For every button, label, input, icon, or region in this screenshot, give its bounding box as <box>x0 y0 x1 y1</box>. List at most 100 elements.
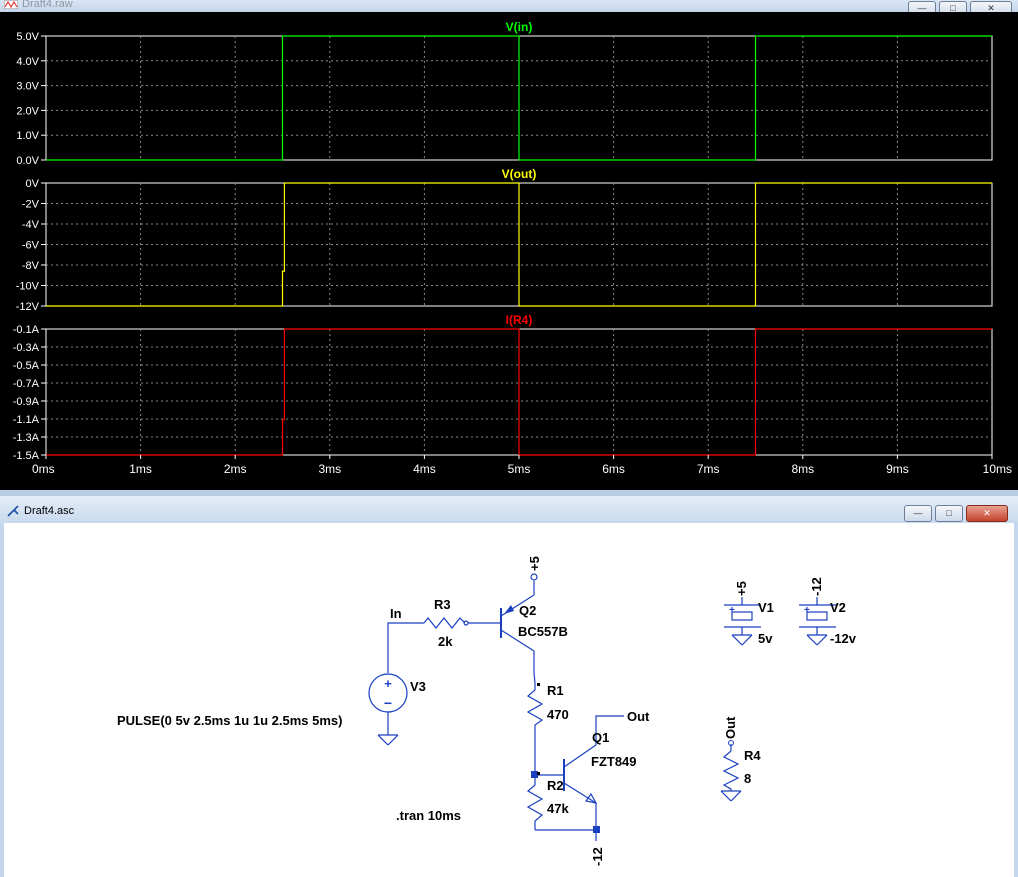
r2-pin-dot <box>537 772 540 775</box>
y-tick-label: -0.1A <box>13 324 40 336</box>
r1-value[interactable]: 470 <box>547 707 569 722</box>
v1-value[interactable]: 5v <box>758 631 773 646</box>
y-tick-label: -0.5A <box>13 360 40 372</box>
r3-name[interactable]: R3 <box>434 597 451 612</box>
schematic-title-bar[interactable]: Draft4.asc —□✕ <box>0 496 1018 523</box>
x-tick-label: 10ms <box>983 462 1012 476</box>
net-label-minus12[interactable]: -12 <box>590 847 605 866</box>
y-tick-label: -1.3A <box>13 432 40 444</box>
trace-line[interactable] <box>46 182 992 307</box>
wire-r2-minus12 <box>535 829 597 841</box>
y-tick-label: 2.0V <box>16 105 39 117</box>
x-tick-label: 3ms <box>318 462 341 476</box>
y-tick-label: -0.7A <box>13 378 40 390</box>
r1-symbol[interactable] <box>526 683 544 733</box>
schematic-window-controls: —□✕ <box>901 503 1008 522</box>
trace-line[interactable] <box>46 328 992 456</box>
r1-name[interactable]: R1 <box>547 683 564 698</box>
maximize-button[interactable]: □ <box>939 1 967 12</box>
tran-directive[interactable]: .tran 10ms <box>396 808 461 823</box>
v2-value[interactable]: -12v <box>830 631 857 646</box>
r1-pin-dot <box>537 683 540 686</box>
x-tick-label: 8ms <box>791 462 814 476</box>
maximize-button[interactable]: □ <box>935 505 963 522</box>
r2-symbol[interactable] <box>526 778 544 830</box>
trace-title[interactable]: V(in) <box>506 20 533 34</box>
y-tick-label: 3.0V <box>16 81 39 93</box>
ground-r4 <box>720 790 742 802</box>
close-button[interactable]: ✕ <box>966 505 1008 522</box>
x-tick-label: 7ms <box>697 462 720 476</box>
close-button[interactable]: ✕ <box>970 1 1012 12</box>
v3-source[interactable] <box>368 673 408 735</box>
r4-net-label[interactable]: Out <box>723 716 738 739</box>
waveform-app-icon <box>4 0 18 9</box>
q2-name[interactable]: Q2 <box>519 603 536 618</box>
x-tick-label: 0ms <box>32 462 55 476</box>
v2-name[interactable]: V2 <box>830 600 846 615</box>
v2-source[interactable] <box>799 597 836 635</box>
waveform-plot[interactable]: 5.0V4.0V3.0V2.0V1.0V0.0VV(in)0V-2V-4V-6V… <box>0 12 1018 482</box>
wire-in <box>387 622 424 673</box>
v1-source[interactable] <box>724 597 761 635</box>
y-tick-label: 4.0V <box>16 56 39 68</box>
net-label-in[interactable]: In <box>390 606 402 621</box>
r2-value[interactable]: 47k <box>547 801 569 816</box>
y-tick-label: -2V <box>22 199 40 211</box>
v3-plus-sign: + <box>384 676 392 691</box>
r4-symbol[interactable] <box>722 744 740 791</box>
v3-pulse-value[interactable]: PULSE(0 5v 2.5ms 1u 1u 2.5ms 5ms) <box>117 713 342 728</box>
r3-value[interactable]: 2k <box>438 634 453 649</box>
q1-model[interactable]: FZT849 <box>591 754 637 769</box>
q1-symbol[interactable] <box>563 715 624 830</box>
schematic-window-title: Draft4.asc <box>24 505 75 517</box>
y-tick-label: -1.1A <box>13 414 40 426</box>
q2-symbol[interactable] <box>500 573 538 652</box>
v1-net-label[interactable]: +5 <box>734 581 749 596</box>
minimize-button[interactable]: — <box>908 1 936 12</box>
r2-name[interactable]: R2 <box>547 778 564 793</box>
y-tick-label: 1.0V <box>16 130 39 142</box>
waveform-window-controls: —□✕ <box>905 0 1012 12</box>
trace-title[interactable]: I(R4) <box>506 313 533 327</box>
x-tick-label: 4ms <box>413 462 436 476</box>
x-tick-label: 6ms <box>602 462 625 476</box>
trace-title[interactable]: V(out) <box>502 167 537 181</box>
x-tick-label: 9ms <box>886 462 909 476</box>
r4-name[interactable]: R4 <box>744 748 761 763</box>
x-tick-label: 1ms <box>129 462 152 476</box>
x-tick-label: 5ms <box>508 462 531 476</box>
q1-name[interactable]: Q1 <box>592 730 609 745</box>
net-label-plus5[interactable]: +5 <box>527 556 542 571</box>
y-tick-label: -0.3A <box>13 342 40 354</box>
y-tick-label: -12V <box>16 301 40 313</box>
v3-minus-sign: − <box>384 695 392 711</box>
minimize-button[interactable]: — <box>904 505 932 522</box>
waveform-window-title: Draft4.raw <box>22 0 73 10</box>
y-tick-label: -6V <box>22 240 40 252</box>
schematic-window[interactable]: Draft4.asc —□✕ <box>0 496 1018 877</box>
v2-plus-sign: + <box>804 605 810 616</box>
y-tick-label: -4V <box>22 219 40 231</box>
v1-plus-sign: + <box>729 605 735 616</box>
waveform-title-bar[interactable]: Draft4.raw —□✕ <box>0 0 1018 12</box>
ground-v2 <box>806 634 828 646</box>
v1-name[interactable]: V1 <box>758 600 774 615</box>
ground-v1 <box>731 634 753 646</box>
v2-net-label[interactable]: -12 <box>809 577 824 596</box>
net-label-out[interactable]: Out <box>627 709 650 724</box>
wire-q2-r1 <box>533 651 536 684</box>
r4-value[interactable]: 8 <box>744 771 751 786</box>
y-tick-label: 0.0V <box>16 155 39 167</box>
trace-line[interactable] <box>46 35 992 161</box>
v3-name[interactable]: V3 <box>410 679 426 694</box>
r3-symbol[interactable] <box>423 617 466 629</box>
r4-net-pin <box>728 740 734 746</box>
y-tick-label: -1.5A <box>13 450 40 462</box>
q2-model[interactable]: BC557B <box>518 624 568 639</box>
y-tick-label: -8V <box>22 260 40 272</box>
x-tick-label: 2ms <box>224 462 247 476</box>
schematic-canvas[interactable]: + − + + In R3 2k V3 PULSE(0 5v 2.5ms 1u … <box>4 523 1014 877</box>
junction-dot <box>531 771 538 778</box>
